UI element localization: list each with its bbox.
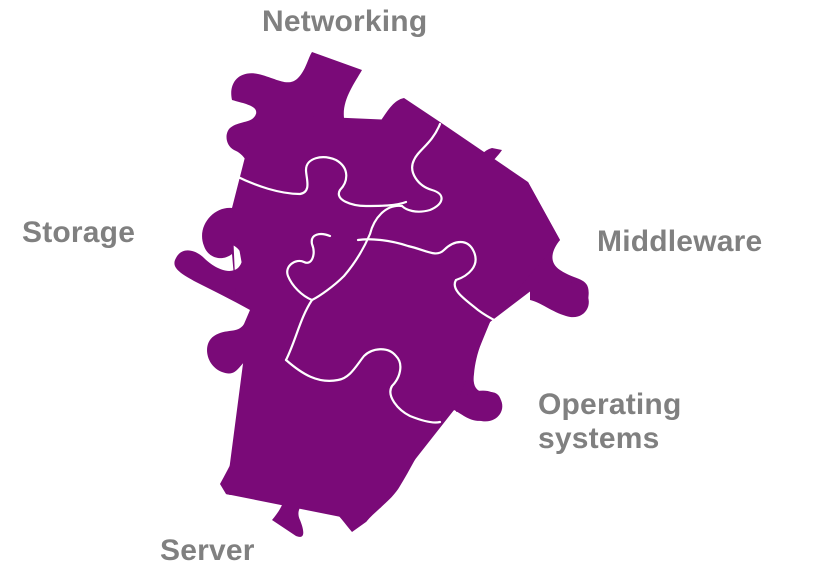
seam-upper-horizontal <box>234 156 408 208</box>
networking-label: Networking <box>262 5 427 39</box>
storage-label: Storage <box>22 216 135 250</box>
seam-upper-vertical <box>400 122 443 213</box>
operating-systems-line1: Operating <box>538 388 682 421</box>
middleware-tab <box>530 279 589 318</box>
seam-diagonal <box>310 204 404 302</box>
middleware-label: Middleware <box>597 225 762 259</box>
server-text: Server <box>160 534 255 567</box>
server-label: Server <box>160 534 255 568</box>
seam-lower <box>284 348 442 424</box>
os-tab <box>456 390 503 422</box>
seam-lower-left <box>284 298 314 362</box>
seam-left-middle <box>286 233 332 302</box>
operating-systems-line2: systems <box>538 422 660 455</box>
storage-tab <box>202 207 236 300</box>
middleware-text: Middleware <box>597 225 763 258</box>
puzzle-body <box>226 114 560 522</box>
operating-systems-label: Operating systems <box>538 388 681 456</box>
piece-seams <box>234 122 500 424</box>
networking-text: Networking <box>262 5 428 38</box>
seam-middle-horizontal <box>356 238 500 324</box>
storage-text: Storage <box>22 216 136 249</box>
